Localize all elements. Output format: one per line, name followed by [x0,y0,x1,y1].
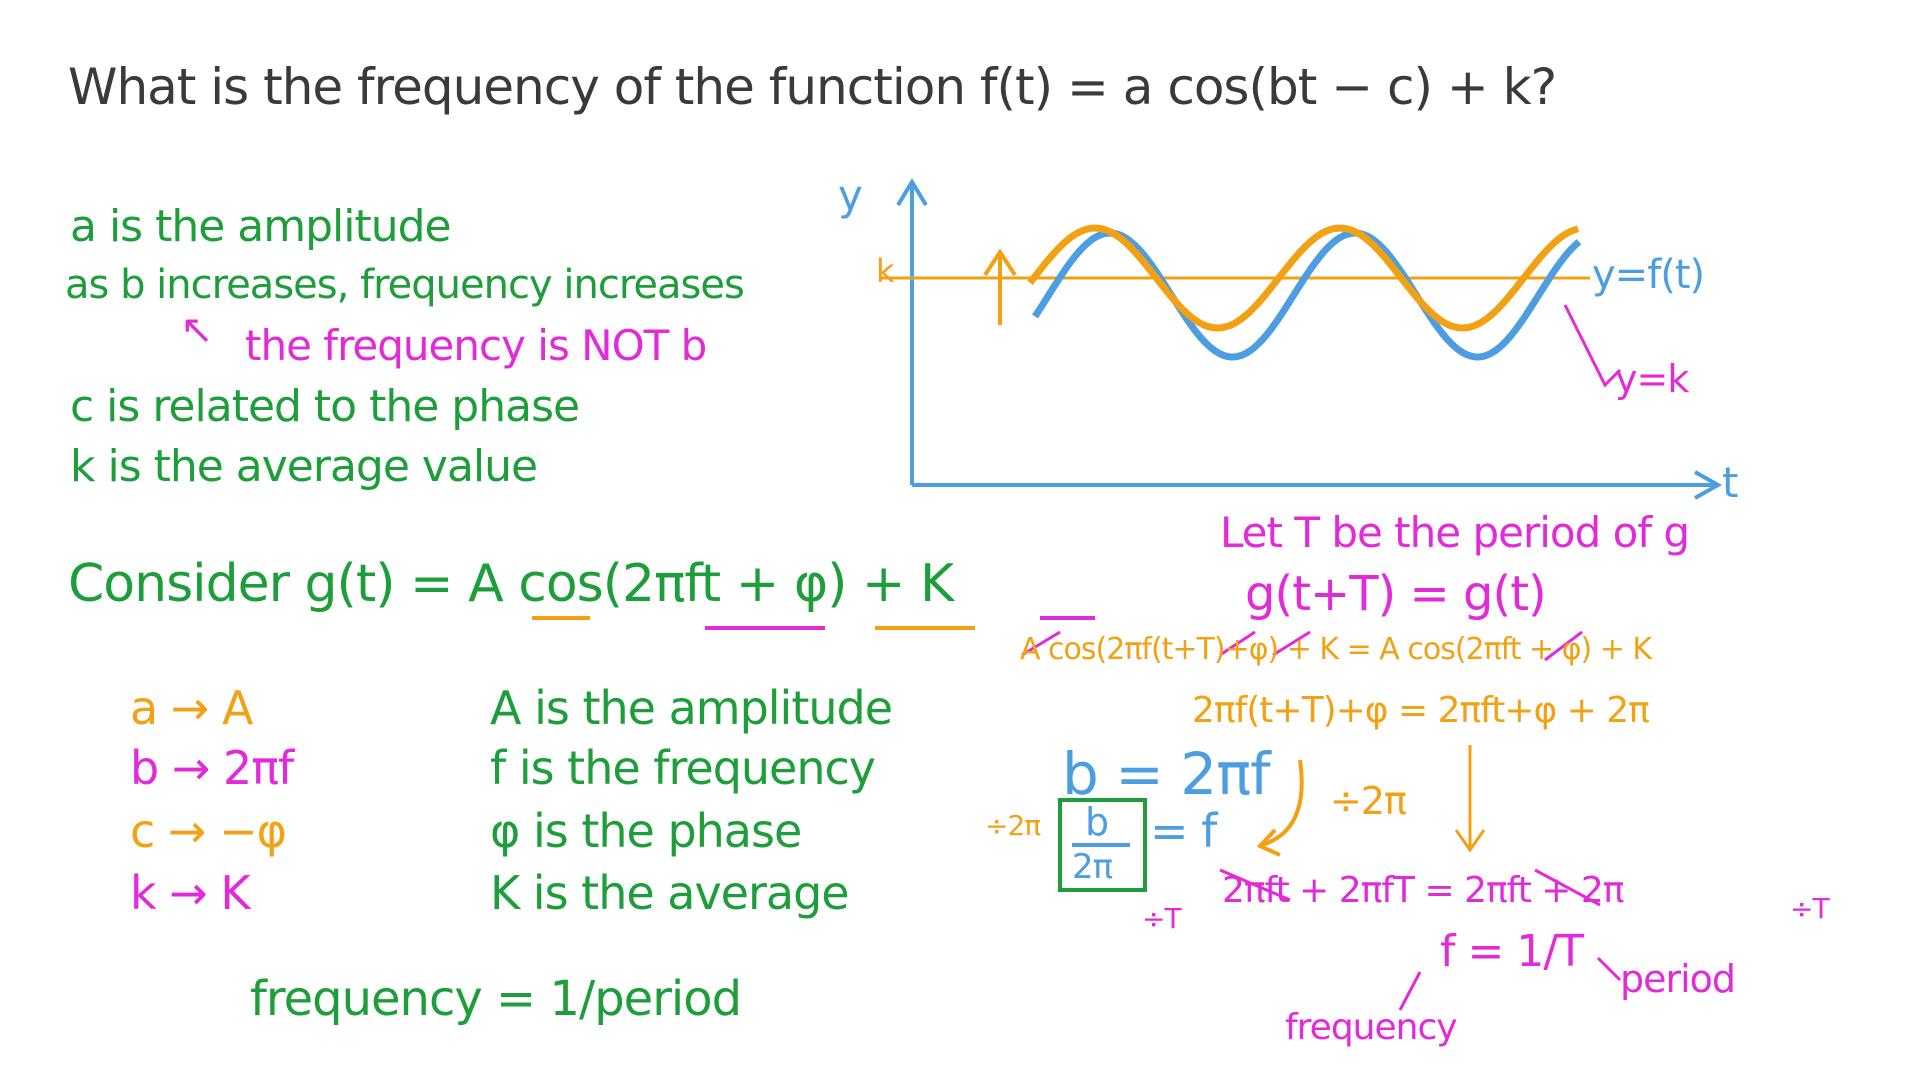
k-line-label: y=k [1615,357,1689,401]
fraction-eq-f: = f [1150,804,1217,858]
note-average: k is the average value [70,441,538,492]
strike-K-left [1219,630,1256,657]
consider-expression: Consider g(t) = A cos(2πft + φ) + K [68,554,954,614]
frequency-formula: frequency = 1/period [250,971,742,1027]
derivation-step2: 2πf(t+T)+φ = 2πft+φ + 2π [1192,690,1650,731]
mapping-a: a → A [130,681,253,735]
def-amplitude: A is the amplitude [490,681,893,735]
note-b-increase: as b increases, frequency increases [65,262,745,308]
fraction-bottom: 2π [1072,847,1113,887]
f-curve-label: y=f(t) [1592,252,1705,298]
strike-A-right [1272,630,1311,657]
strike-2pift-left [1219,868,1291,902]
b-div-right: ÷2π [1330,779,1407,823]
derivation-div-left: ÷T [1142,902,1182,935]
y-axis-label: y [838,171,863,220]
strike-K-right [1544,630,1583,662]
derivation-g-eq: g(t+T) = g(t) [1245,566,1547,622]
b-div-left: ÷2π [985,809,1041,842]
g-wave [1027,224,1580,332]
note-amplitude: a is the amplitude [70,201,452,252]
strike-2pift-right [1534,868,1601,907]
frequency-label: frequency [1285,1007,1458,1048]
k-pointer [1563,304,1622,388]
derivation-down-arrow-head [1454,829,1486,853]
f-wave [1032,229,1582,361]
y-axis-arrow [896,178,928,207]
b-equation: b = 2πf [1062,740,1271,808]
derivation-result: f = 1/T [1440,926,1584,977]
derivation-div-right: ÷T [1790,892,1830,925]
note-arrow-up: ↖ [180,307,214,353]
def-phase: φ is the phase [490,804,802,858]
note-phase: c is related to the phase [70,381,580,432]
mapping-b: b → 2πf [130,741,294,795]
mapping-k: k → K [130,866,251,920]
amplitude-arrow-head [983,248,1017,277]
def-average: K is the average [490,866,850,920]
derivation-let: Let T be the period of g [1220,508,1690,557]
note-not-b: the frequency is NOT b [245,321,707,370]
t-axis-arrow [1694,470,1723,500]
k-axis-label: k [876,252,895,290]
fraction-box [1058,798,1147,892]
period-label: period [1620,957,1736,1001]
fraction-top: b [1085,800,1109,844]
strike-A-left [1021,630,1061,657]
period-pointer [1596,956,1622,982]
div-curve-right [1261,759,1304,847]
question-title: What is the frequency of the function f(… [68,58,1557,116]
def-frequency: f is the frequency [490,741,876,795]
frequency-pointer [1398,971,1422,1011]
derivation-step3: 2πft + 2πfT = 2πft + 2π [1222,870,1624,911]
mapping-c: c → −φ [130,804,287,858]
div-curve-right-head [1256,828,1281,857]
derivation-step1: A cos(2πf(t+T)+φ) + K = A cos(2πft + φ) … [1020,632,1652,667]
t-axis-label: t [1722,458,1739,507]
